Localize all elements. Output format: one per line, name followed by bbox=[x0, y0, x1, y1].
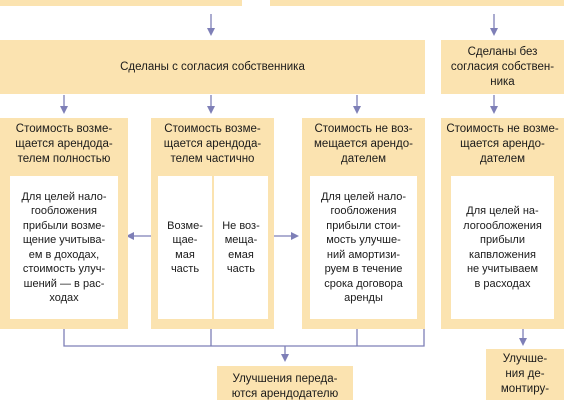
transferred-box: Улучшения переда- ются арендодателю bbox=[217, 366, 353, 400]
top-box-right-partial bbox=[270, 0, 564, 6]
column-4-body: Для целей на- логообложения прибыли капв… bbox=[463, 205, 542, 290]
column-3-heading: Стоимость не воз- мещается арендо- дател… bbox=[314, 123, 413, 165]
compensated-part-box: Возме- щае- мая часть bbox=[158, 176, 212, 319]
compensated-part-label: Возме- щае- мая часть bbox=[167, 219, 203, 276]
column-4-body-box: Для целей на- логообложения прибыли капв… bbox=[451, 176, 554, 319]
column-4-heading: Стоимость не возме- щается арендо- дател… bbox=[446, 123, 559, 165]
column-1-body-box: Для целей нало- гообложения прибыли возм… bbox=[10, 176, 118, 319]
agreed-box: Сделаны с согласия собственника bbox=[0, 40, 425, 94]
not-agreed-box: Сделаны без согласия собствен- ника bbox=[441, 40, 564, 94]
non-compensated-part-label: Не воз- меща- емая часть bbox=[222, 219, 260, 276]
dismantled-box: Улучше- ния де- монтиру- bbox=[486, 349, 564, 400]
column-2-heading: Стоимость возме- щается арендода- телем … bbox=[163, 123, 262, 165]
non-compensated-part-box: Не воз- меща- емая часть bbox=[214, 176, 268, 319]
not-agreed-label: Сделаны без согласия собствен- ника bbox=[450, 45, 555, 88]
agreed-label: Сделаны с согласия собственника bbox=[120, 60, 305, 73]
column-3-body: Для целей нало- гообложения прибыли стои… bbox=[320, 190, 407, 305]
column-1-heading: Стоимость возме- щается арендода- телем … bbox=[15, 123, 113, 165]
transferred-label: Улучшения переда- ются арендодателю bbox=[231, 373, 339, 400]
column-1-body: Для целей нало- гообложения прибыли возм… bbox=[21, 190, 107, 305]
column-3-body-box: Для целей нало- гообложения прибыли стои… bbox=[310, 176, 417, 319]
dismantled-label: Улучше- ния де- монтиру- bbox=[500, 353, 550, 395]
top-box-left-partial bbox=[0, 0, 242, 6]
join-line-bottom bbox=[63, 329, 425, 347]
